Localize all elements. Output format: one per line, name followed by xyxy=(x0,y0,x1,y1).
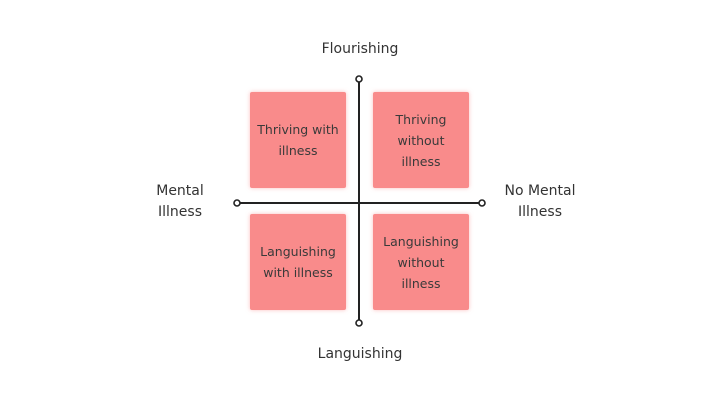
quadrant-label-line: Thriving with xyxy=(257,122,339,137)
axis-endpoint-top xyxy=(355,75,363,83)
quadrant-label-line: illness xyxy=(401,275,441,291)
quadrant-label: Thriving without illness xyxy=(392,109,451,172)
quadrant-label-line: illness xyxy=(401,153,441,169)
axis-label-line: Illness xyxy=(518,204,562,220)
quadrant-languishing-without-illness: Languishing without illness xyxy=(373,214,469,310)
quadrant-label-line: Languishing xyxy=(260,244,336,259)
axis-label-no-mental-illness: No Mental Illness xyxy=(490,181,590,223)
quadrant-label-line: without xyxy=(397,132,445,148)
quadrant-thriving-with-illness: Thriving with illness xyxy=(250,92,346,188)
quadrant-label: Languishing without illness xyxy=(379,231,463,294)
axis-label-line: Illness xyxy=(158,204,202,220)
axis-label-flourishing: Flourishing xyxy=(321,41,399,57)
axis-endpoint-left xyxy=(233,199,241,207)
quadrant-languishing-with-illness: Languishing with illness xyxy=(250,214,346,310)
quadrant-thriving-without-illness: Thriving without illness xyxy=(373,92,469,188)
axis-endpoint-right xyxy=(478,199,486,207)
axis-label-mental-illness: Mental Illness xyxy=(130,181,230,223)
axis-label-line: No Mental xyxy=(504,183,576,199)
quadrant-label: Languishing with illness xyxy=(256,241,340,283)
axis-label-languishing: Languishing xyxy=(317,346,403,362)
quadrant-label: Thriving with illness xyxy=(253,119,342,161)
axis-endpoint-bottom xyxy=(355,319,363,327)
quadrant-label-line: illness xyxy=(278,143,318,158)
quadrant-label-line: Languishing xyxy=(383,233,459,249)
quadrant-label-line: with illness xyxy=(263,265,333,280)
quadrant-label-line: Thriving xyxy=(395,111,447,127)
quadrant-label-line: without xyxy=(397,254,445,270)
axis-label-line: Mental xyxy=(156,183,204,199)
